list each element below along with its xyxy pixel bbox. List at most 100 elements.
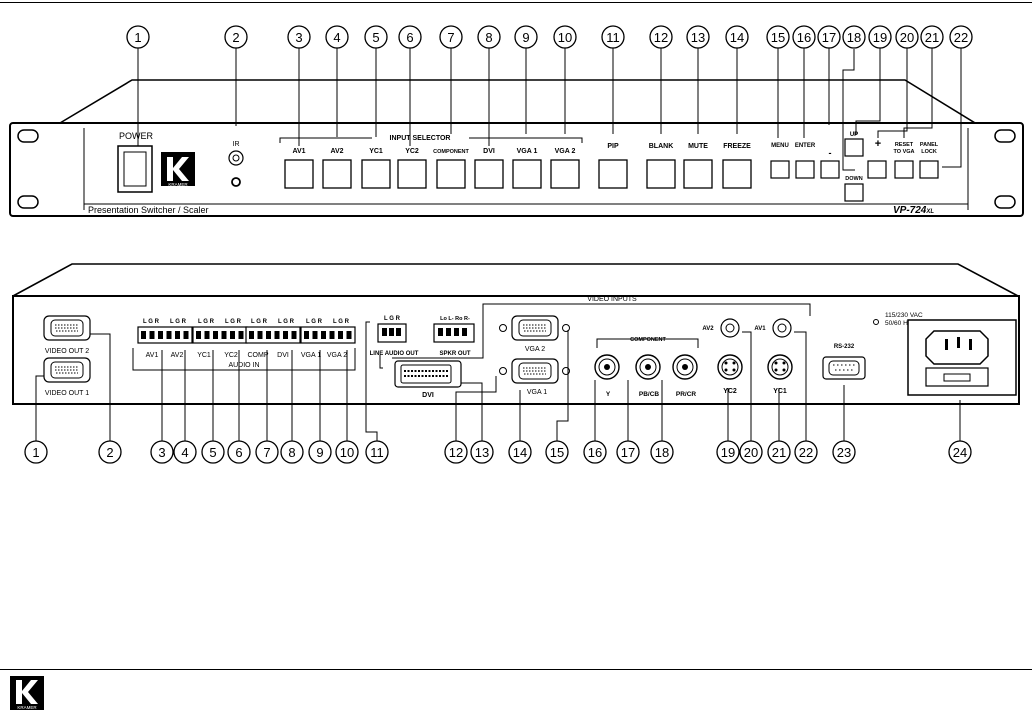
rear-callout-2: 2 xyxy=(98,440,122,464)
yc1-svideo-connector[interactable] xyxy=(767,354,793,380)
down-label: DOWN xyxy=(845,176,862,182)
front-callout-6: 6 xyxy=(398,25,422,49)
panel-lock-button[interactable] xyxy=(919,160,939,179)
audio-input-label: DVI xyxy=(277,352,289,359)
video-out-2-connector[interactable] xyxy=(43,315,91,341)
callout-number: 13 xyxy=(475,445,489,460)
input-button-label: AV1 xyxy=(292,148,305,155)
function-button-1[interactable] xyxy=(598,159,628,189)
rs232-connector[interactable] xyxy=(822,356,866,380)
input-button-5[interactable] xyxy=(436,159,466,189)
front-callout-20: 20 xyxy=(895,25,919,49)
input-selector-label: INPUT SELECTOR xyxy=(390,135,451,142)
menu-button-3[interactable] xyxy=(820,160,840,179)
lgr-label: L G R xyxy=(198,319,215,325)
function-button-3[interactable] xyxy=(683,159,713,189)
rear-callout-8: 8 xyxy=(280,440,304,464)
input-button-8[interactable] xyxy=(550,159,580,189)
front-callout-12: 12 xyxy=(649,25,673,49)
input-button-label: VGA 1 xyxy=(517,148,538,155)
footer-logo-text: KRAMER xyxy=(17,705,37,710)
component-port-label: Y xyxy=(606,391,611,398)
function-button-2[interactable] xyxy=(646,159,676,189)
rear-chassis-top xyxy=(12,263,1019,297)
component-rca-connector-2[interactable] xyxy=(635,354,661,380)
rear-callout-12: 12 xyxy=(444,440,468,464)
callout-number: 21 xyxy=(925,30,939,45)
callout-number: 23 xyxy=(837,445,851,460)
rear-callout-15: 15 xyxy=(545,440,569,464)
rear-callout-13: 13 xyxy=(470,440,494,464)
lgr-label: L G R xyxy=(251,319,268,325)
menu-button-label: - xyxy=(829,148,832,158)
dvi-connector[interactable] xyxy=(394,360,462,388)
vga2-connector[interactable] xyxy=(499,315,570,341)
rear-callout-11: 11 xyxy=(365,440,389,464)
rack-hole xyxy=(994,129,1016,143)
function-button-4[interactable] xyxy=(722,159,752,189)
input-button-label: YC1 xyxy=(369,148,383,155)
rear-callout-16: 16 xyxy=(583,440,607,464)
power-label: POWER xyxy=(119,131,154,141)
function-button-label: FREEZE xyxy=(723,143,751,150)
power-inlet-connector[interactable] xyxy=(907,319,1017,396)
rear-callout-23: 23 xyxy=(832,440,856,464)
rear-callout-20: 20 xyxy=(739,440,763,464)
callout-number: 8 xyxy=(485,30,492,45)
audio-input-label: AV1 xyxy=(146,352,159,359)
up-button[interactable] xyxy=(844,138,864,157)
menu-button-2[interactable] xyxy=(795,160,815,179)
plus-label: + xyxy=(875,138,881,150)
menu-button-1[interactable] xyxy=(770,160,790,179)
callout-number: 18 xyxy=(847,30,861,45)
input-button-4[interactable] xyxy=(397,159,427,189)
audio-in-label: AUDIO IN xyxy=(228,362,259,369)
reset-label: RESET xyxy=(895,142,914,148)
lgr-label: L G R xyxy=(333,319,350,325)
component-label: COMPONENT xyxy=(630,337,666,343)
rear-callout-21: 21 xyxy=(767,440,791,464)
input-button-1[interactable] xyxy=(284,159,314,189)
callout-number: 1 xyxy=(32,445,39,460)
callout-number: 13 xyxy=(691,30,705,45)
callout-number: 8 xyxy=(288,445,295,460)
input-button-2[interactable] xyxy=(322,159,352,189)
av2-label: AV2 xyxy=(702,326,714,332)
line-audio-out-label: LINE AUDIO OUT xyxy=(370,351,419,357)
down-button[interactable] xyxy=(844,183,864,202)
component-rca-connector-1[interactable] xyxy=(594,354,620,380)
input-button-3[interactable] xyxy=(361,159,391,189)
menu-button-label: MENU xyxy=(771,143,789,149)
input-button-label: VGA 2 xyxy=(555,148,576,155)
input-button-6[interactable] xyxy=(474,159,504,189)
ir-led-icon xyxy=(231,177,241,187)
front-callout-11: 11 xyxy=(601,25,625,49)
callout-number: 7 xyxy=(263,445,270,460)
callout-number: 19 xyxy=(873,30,887,45)
component-rca-connector-3[interactable] xyxy=(672,354,698,380)
rack-hole xyxy=(994,195,1016,209)
video-out-1-connector[interactable] xyxy=(43,357,91,383)
callout-number: 14 xyxy=(730,30,744,45)
component-port-label: PR/CR xyxy=(676,391,697,398)
callout-number: 11 xyxy=(370,445,384,460)
model-name: VP-724XL xyxy=(893,205,934,216)
reset-to-vga-button[interactable] xyxy=(894,160,914,179)
plus-button[interactable] xyxy=(867,160,887,179)
input-button-7[interactable] xyxy=(512,159,542,189)
callout-number: 5 xyxy=(209,445,216,460)
callout-number: 6 xyxy=(235,445,242,460)
rs232-label: RS-232 xyxy=(834,344,855,350)
yc2-svideo-connector[interactable] xyxy=(717,354,743,380)
front-callout-1: 1 xyxy=(126,25,150,49)
speaker-out-connector[interactable] xyxy=(433,323,475,343)
vga1-connector[interactable] xyxy=(499,358,570,384)
power-spec-voltage: 115/230 VAC xyxy=(885,312,923,319)
callout-number: 24 xyxy=(953,445,967,460)
kramer-logo-icon: KRAMER xyxy=(161,152,195,187)
panel-lock-label-2: LOCK xyxy=(921,149,937,155)
rear-callout-24: 24 xyxy=(948,440,972,464)
line-audio-out-connector[interactable] xyxy=(377,323,407,343)
front-callout-18: 18 xyxy=(842,25,866,49)
front-callout-2: 2 xyxy=(224,25,248,49)
